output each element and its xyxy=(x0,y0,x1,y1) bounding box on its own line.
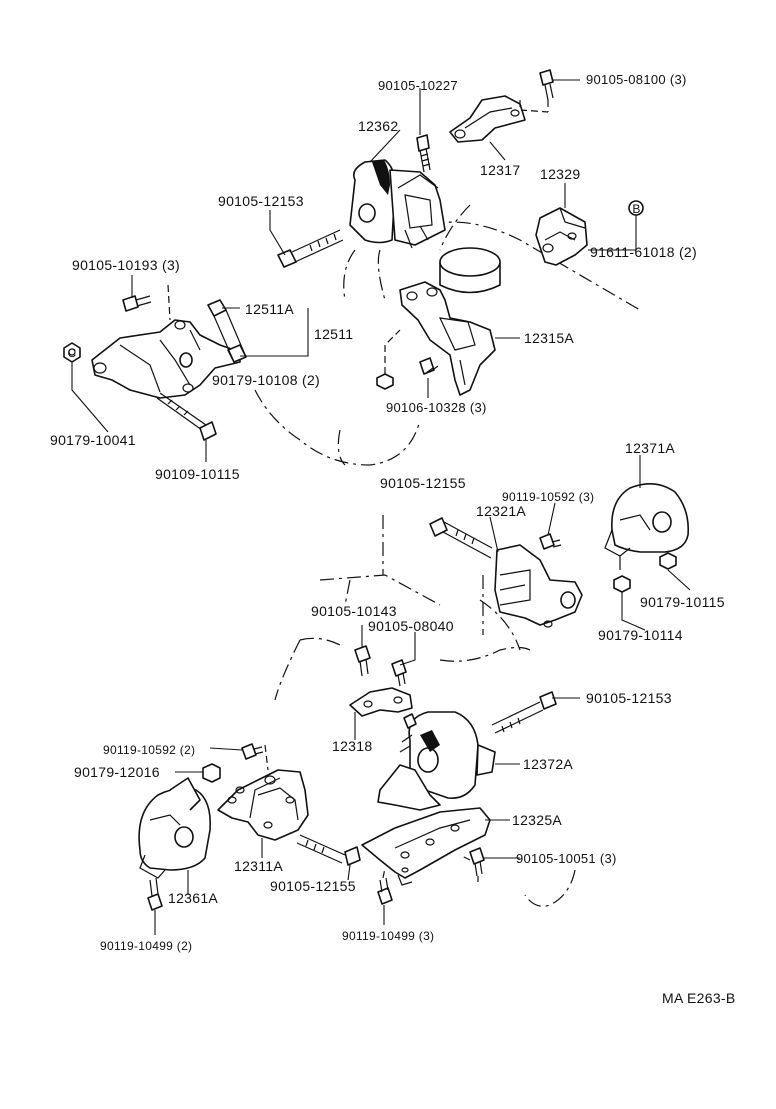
label-90106-10328: 90106-10328 (3) xyxy=(386,400,487,415)
bolt-icon xyxy=(519,69,554,113)
label-90105-10143: 90105-10143 xyxy=(311,603,397,619)
nut-icon xyxy=(613,556,631,593)
bolt-icon xyxy=(419,357,439,375)
engine-mount-icon xyxy=(349,159,446,249)
stay-icon xyxy=(449,95,526,143)
label-90109-10115: 90109-10115 xyxy=(155,466,240,482)
diagram-reference-code: MA E263-B xyxy=(662,990,736,1006)
label-90105-12153-low: 90105-12153 xyxy=(586,690,672,706)
label-90105-08100: 90105-08100 (3) xyxy=(586,72,687,87)
engine-cylinder-icon xyxy=(439,247,501,294)
insulator-icon xyxy=(138,777,212,879)
label-90119-10499-mid: 90119-10499 (3) xyxy=(342,929,435,943)
nut-icon xyxy=(659,552,677,570)
label-90179-10115: 90179-10115 xyxy=(640,594,725,610)
bracket-icon xyxy=(91,319,241,399)
bolt-icon xyxy=(539,533,562,550)
engine-outline xyxy=(254,204,641,907)
label-12321A: 12321A xyxy=(476,503,527,519)
label-90179-10108: 90179-10108 (2) xyxy=(212,372,321,388)
insulator-icon xyxy=(207,299,247,363)
label-90119-10592-mid: 90119-10592 (3) xyxy=(502,490,595,504)
label-12372A: 12372A xyxy=(523,756,574,772)
bolt-icon xyxy=(416,134,431,173)
bolt-icon xyxy=(296,834,361,866)
label-90179-10041: 90179-10041 xyxy=(50,432,136,448)
insulator-icon xyxy=(604,483,690,557)
nut-icon xyxy=(376,329,401,390)
stay-icon xyxy=(349,687,413,717)
label-12511A: 12511A xyxy=(245,301,295,317)
bolt-icon xyxy=(122,284,171,321)
label-90105-12155-low: 90105-12155 xyxy=(270,878,356,894)
label-90179-12016: 90179-12016 xyxy=(74,764,160,780)
engine-mount-icon xyxy=(377,711,496,811)
bolt-icon xyxy=(403,713,417,729)
label-90105-10193: 90105-10193 (3) xyxy=(72,257,181,273)
bracket-icon xyxy=(535,207,588,266)
reference-marker-c-label: C xyxy=(67,346,77,360)
label-12318: 12318 xyxy=(332,738,373,754)
bolt-icon xyxy=(491,691,557,734)
label-12329: 12329 xyxy=(540,166,581,182)
label-12511: 12511 xyxy=(314,326,354,342)
bracket-icon xyxy=(217,744,309,841)
label-12362: 12362 xyxy=(358,118,399,134)
label-90119-10592-low: 90119-10592 (2) xyxy=(103,743,196,757)
label-90105-08040: 90105-08040 xyxy=(368,618,454,634)
label-90105-10051: 90105-10051 (3) xyxy=(516,851,617,866)
leader-lines xyxy=(71,79,691,935)
label-12361A: 12361A xyxy=(168,890,219,906)
label-12315A: 12315A xyxy=(524,330,575,346)
label-90119-10499-left: 90119-10499 (2) xyxy=(100,939,193,953)
bolt-icon xyxy=(156,392,217,441)
bolt-icon xyxy=(377,867,393,905)
label-91611-61018: 91611-61018 (2) xyxy=(590,244,697,260)
label-12317: 12317 xyxy=(480,162,521,178)
label-90105-10227: 90105-10227 xyxy=(378,78,458,93)
bracket-icon xyxy=(361,807,491,886)
bolt-icon xyxy=(459,847,485,882)
bracket-icon xyxy=(494,544,583,628)
bolt-icon xyxy=(277,229,344,268)
reference-marker-b-label: B xyxy=(632,202,641,216)
label-90179-10114: 90179-10114 xyxy=(598,627,683,643)
label-12311A: 12311A xyxy=(234,858,284,874)
label-90105-12153-top: 90105-12153 xyxy=(218,193,304,209)
bracket-icon xyxy=(399,281,496,396)
bolt-icon xyxy=(147,877,163,911)
nut-icon xyxy=(202,763,221,783)
nut-icon xyxy=(63,342,81,363)
bolt-icon xyxy=(429,517,493,559)
label-12325A: 12325A xyxy=(512,812,563,828)
label-90105-12155-mid: 90105-12155 xyxy=(380,475,466,491)
label-12371A: 12371A xyxy=(625,440,676,456)
bolt-icon xyxy=(354,645,371,677)
bolt-icon xyxy=(241,743,264,760)
